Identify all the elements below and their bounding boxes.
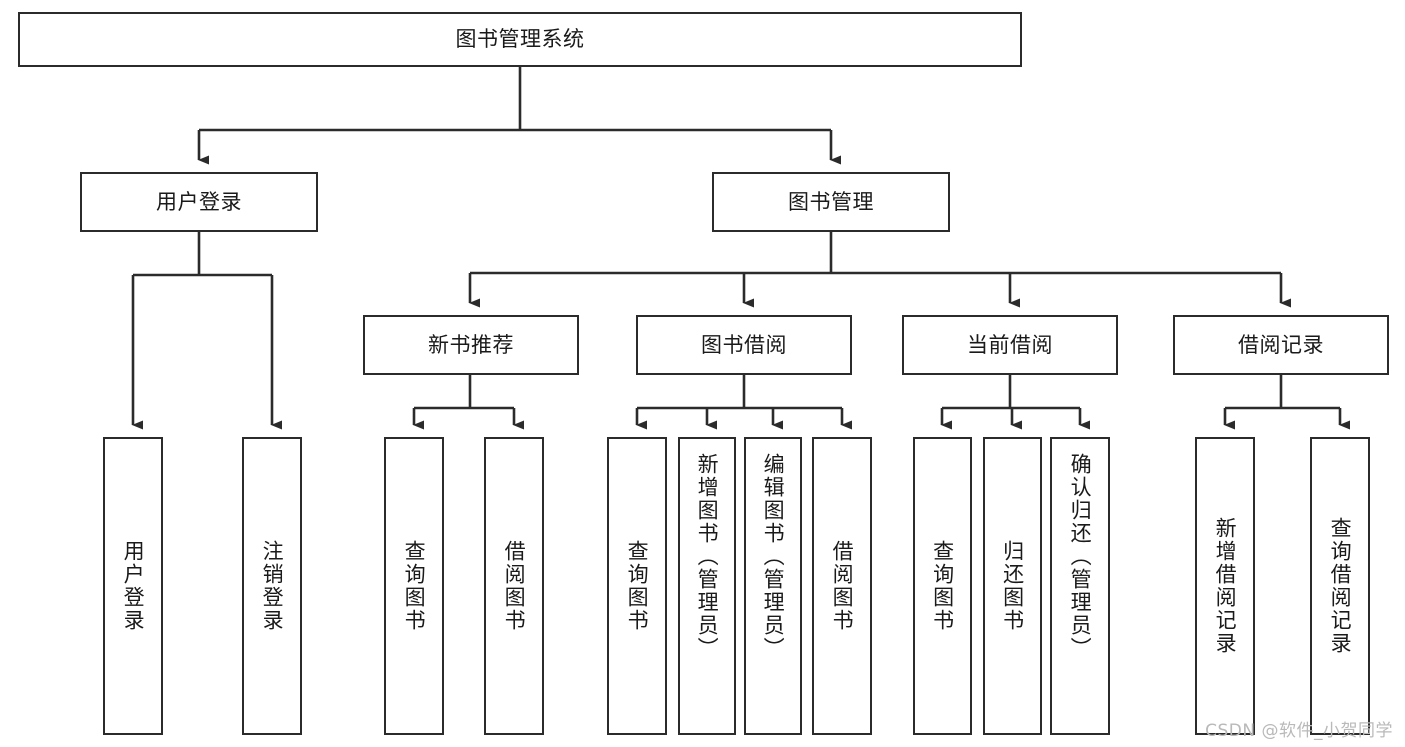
node-leaf-borrow-query-book[interactable]: 查询图书: [607, 437, 667, 735]
node-leaf-borrow-lend-book-label: 借阅图书: [830, 540, 855, 632]
node-leaf-current-confirm-return-label: 确认归还（管理员）: [1068, 453, 1093, 660]
node-leaf-current-query-book[interactable]: 查询图书: [913, 437, 972, 735]
node-book-borrow-label: 图书借阅: [701, 332, 787, 357]
node-leaf-borrow-edit-book-label: 编辑图书（管理员）: [761, 453, 786, 660]
node-leaf-borrow-edit-book[interactable]: 编辑图书（管理员）: [744, 437, 802, 735]
node-borrow-record[interactable]: 借阅记录: [1173, 315, 1389, 375]
node-new-book-recommend[interactable]: 新书推荐: [363, 315, 579, 375]
node-leaf-user-login[interactable]: 用户登录: [103, 437, 163, 735]
node-root-label: 图书管理系统: [455, 27, 585, 52]
node-current-borrow-label: 当前借阅: [967, 332, 1053, 357]
node-leaf-user-login-label: 用户登录: [121, 540, 146, 632]
node-leaf-current-return-book[interactable]: 归还图书: [983, 437, 1042, 735]
node-leaf-current-return-book-label: 归还图书: [1000, 540, 1025, 632]
node-leaf-borrow-query-book-label: 查询图书: [625, 540, 650, 632]
node-leaf-recommend-query-book-label: 查询图书: [402, 540, 427, 632]
node-user-login[interactable]: 用户登录: [80, 172, 318, 232]
node-leaf-record-add[interactable]: 新增借阅记录: [1195, 437, 1255, 735]
node-leaf-user-logout-label: 注销登录: [260, 540, 285, 632]
node-new-book-recommend-label: 新书推荐: [428, 332, 514, 357]
node-leaf-record-add-label: 新增借阅记录: [1213, 517, 1238, 655]
node-leaf-recommend-query-book[interactable]: 查询图书: [384, 437, 444, 735]
node-leaf-borrow-lend-book[interactable]: 借阅图书: [812, 437, 872, 735]
csdn-watermark: CSDN @软件_小贺同学: [1205, 721, 1393, 741]
node-current-borrow[interactable]: 当前借阅: [902, 315, 1118, 375]
node-leaf-recommend-borrow-book-label: 借阅图书: [502, 540, 527, 632]
node-book-manage[interactable]: 图书管理: [712, 172, 950, 232]
node-book-borrow[interactable]: 图书借阅: [636, 315, 852, 375]
node-leaf-current-confirm-return[interactable]: 确认归还（管理员）: [1050, 437, 1110, 735]
node-root[interactable]: 图书管理系统: [18, 12, 1022, 67]
node-leaf-record-query[interactable]: 查询借阅记录: [1310, 437, 1370, 735]
node-leaf-borrow-add-book-label: 新增图书（管理员）: [695, 453, 720, 660]
node-leaf-recommend-borrow-book[interactable]: 借阅图书: [484, 437, 544, 735]
node-borrow-record-label: 借阅记录: [1238, 332, 1324, 357]
node-leaf-user-logout[interactable]: 注销登录: [242, 437, 302, 735]
node-leaf-current-query-book-label: 查询图书: [930, 540, 955, 632]
node-user-login-label: 用户登录: [156, 189, 242, 214]
node-leaf-record-query-label: 查询借阅记录: [1328, 517, 1353, 655]
node-leaf-borrow-add-book[interactable]: 新增图书（管理员）: [678, 437, 736, 735]
node-book-manage-label: 图书管理: [788, 189, 874, 214]
